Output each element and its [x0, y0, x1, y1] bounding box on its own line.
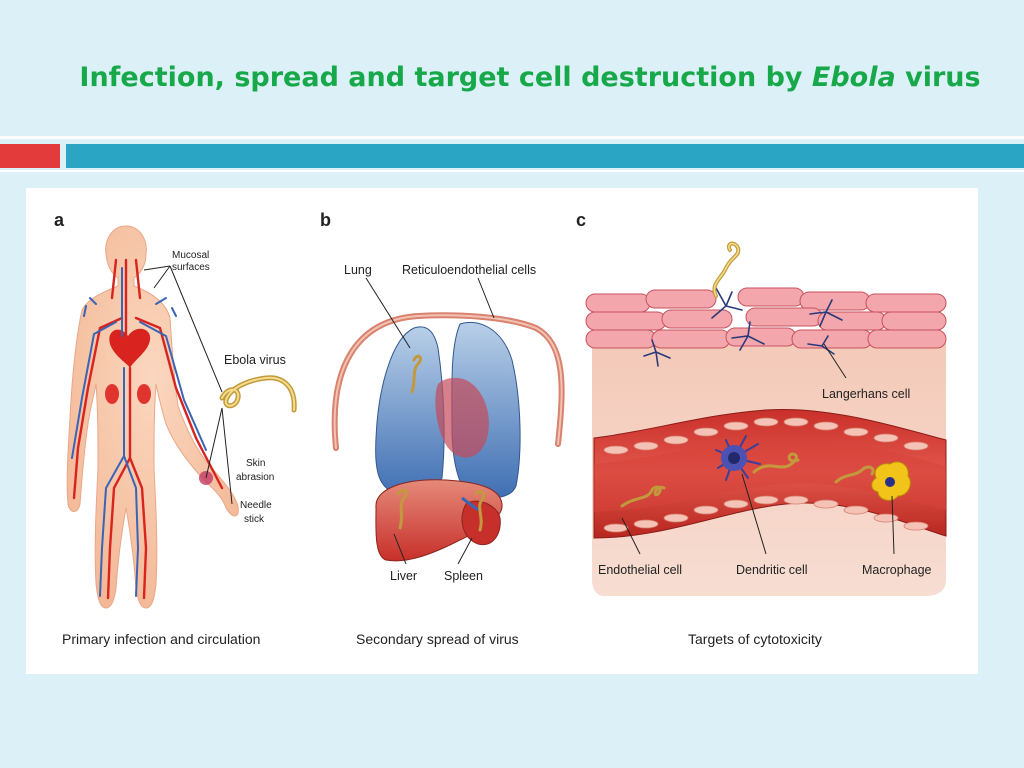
panel-c: c: [576, 210, 947, 647]
label-ebola-virus: Ebola virus: [224, 353, 286, 367]
langerhans-cells: [643, 287, 843, 367]
label-dendritic: Dendritic cell: [736, 563, 808, 577]
macrophage-cell: [871, 461, 911, 501]
figure-panel: a: [26, 188, 978, 674]
slide-title: Infection, spread and target cell destru…: [0, 62, 1024, 93]
panel-c-vessel-viruses: [620, 452, 875, 508]
label-needle-1: Needle: [240, 500, 272, 511]
panel-a-leader-lines: [143, 265, 233, 505]
label-langerhans: Langerhans cell: [822, 387, 910, 401]
lung-left: [375, 326, 445, 498]
title-suffix: virus: [895, 62, 981, 93]
epithelial-layer: [585, 287, 947, 349]
heart-shape: [109, 328, 151, 368]
label-skin-2: abrasion: [236, 472, 274, 483]
caption-c: Targets of cytotoxicity: [688, 631, 822, 647]
figure-svg: a: [54, 210, 947, 647]
panel-b-letter: b: [320, 210, 331, 230]
title-prefix: Infection, spread and target cell destru…: [79, 62, 812, 93]
veins: [71, 267, 207, 597]
label-lung: Lung: [344, 263, 372, 277]
accent-bar-blue: [66, 144, 1024, 168]
panel-a: a: [54, 210, 297, 647]
label-macrophage: Macrophage: [862, 563, 932, 577]
human-body-illustration: [66, 225, 239, 609]
arteries: [72, 258, 224, 600]
label-skin-1: Skin: [246, 458, 265, 469]
panel-c-leader-lines: [621, 343, 895, 555]
vessel-lumen: [594, 439, 946, 512]
label-mucosal-1: Mucosal: [172, 250, 209, 261]
panel-c-surface-virus: [712, 241, 741, 298]
label-reticuloendothelial: Reticuloendothelial cells: [402, 263, 536, 277]
dendritic-cell: [715, 435, 761, 481]
title-italic: Ebola: [811, 62, 896, 93]
kidney-right: [137, 384, 151, 404]
bottom-divider-line: [0, 170, 1024, 172]
accent-bar-red: [0, 144, 60, 168]
endothelial-cells: [603, 417, 929, 533]
panel-b-leader-lines: [365, 277, 495, 565]
panel-b: b Lung Reticuloendothelial cells Liver: [320, 210, 565, 647]
label-needle-2: stick: [244, 514, 265, 525]
top-divider-line: [0, 136, 1024, 139]
label-mucosal-2: surfaces: [172, 262, 210, 273]
panel-a-letter: a: [54, 210, 65, 230]
heart-in-chest: [435, 377, 489, 458]
caption-a: Primary infection and circulation: [62, 631, 260, 647]
label-liver: Liver: [390, 569, 417, 583]
label-endothelial: Endothelial cell: [598, 563, 682, 577]
panel-b-viruses: [396, 354, 486, 532]
spleen-vessel: [461, 496, 479, 512]
caption-b: Secondary spread of virus: [356, 631, 519, 647]
kidney-left: [105, 384, 119, 404]
panel-c-letter: c: [576, 210, 586, 230]
label-spleen: Spleen: [444, 569, 483, 583]
